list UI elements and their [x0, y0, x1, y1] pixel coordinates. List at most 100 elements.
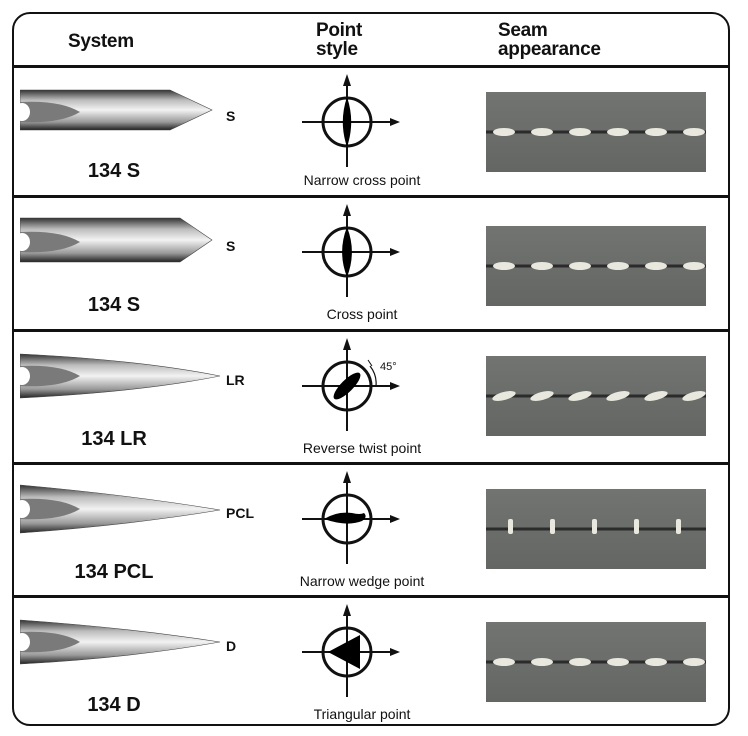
- needle-illustration: [20, 217, 213, 263]
- stitch: [531, 262, 553, 270]
- table-row: S 134 S Cross point: [14, 198, 728, 332]
- point-style-name: Cross point: [326, 306, 398, 322]
- arrow-up-icon: [343, 204, 351, 216]
- angle-label: 45°: [380, 361, 397, 373]
- point-symbol-cross: [292, 202, 402, 302]
- stitch: [531, 658, 553, 666]
- needle-circle: [321, 626, 373, 678]
- needle-illustration: [20, 353, 221, 399]
- point-symbol-narrow-wedge: [292, 469, 402, 569]
- stitch: [644, 391, 668, 401]
- needle-groove: [20, 498, 80, 520]
- system-label: 134 S: [87, 294, 141, 316]
- header-seam-line1: Seam: [498, 20, 548, 41]
- arrow-up-icon: [343, 338, 351, 350]
- stitch: [607, 128, 629, 136]
- needle-point-table: System Point style Seam appearance S 134 …: [12, 12, 730, 726]
- point-code: LR: [226, 372, 245, 388]
- needle-blade: [20, 353, 221, 399]
- needle-illustration: [20, 484, 221, 534]
- system-label: 134 S: [87, 160, 141, 182]
- header-point-line2: style: [316, 39, 358, 60]
- needle-illustration: [20, 89, 213, 131]
- blade-cross-section: [328, 635, 360, 669]
- needle-blade: [20, 484, 221, 534]
- point-style-name: Reverse twist point: [302, 440, 422, 456]
- stitch: [683, 262, 705, 270]
- table-row: D 134 D Triangular point: [14, 598, 728, 724]
- arrow-right-icon: [390, 515, 400, 523]
- point-code: S: [226, 108, 236, 124]
- system-label: 134 LR: [81, 428, 147, 450]
- point-style-name: Triangular point: [313, 706, 411, 722]
- stitch: [606, 391, 630, 401]
- point-code: S: [226, 238, 236, 254]
- stitch: [568, 391, 592, 401]
- point-code: D: [226, 638, 237, 654]
- stitch: [607, 658, 629, 666]
- stitch: [683, 658, 705, 666]
- header-point-line1: Point: [316, 20, 362, 41]
- stitch: [493, 128, 515, 136]
- seam-photo: [486, 489, 706, 569]
- needle-blade: [20, 217, 213, 263]
- needle-groove: [20, 365, 80, 387]
- needle-blade: [20, 619, 221, 665]
- stitch: [634, 519, 639, 534]
- system-label: 134 PCL: [74, 561, 154, 583]
- stitch: [645, 262, 667, 270]
- seam-photo: [486, 92, 706, 172]
- table-header: System Point style Seam appearance: [14, 14, 728, 68]
- point-style-name: Narrow wedge point: [299, 573, 425, 589]
- stitch: [569, 658, 591, 666]
- point-style-name: Narrow cross point: [303, 172, 421, 188]
- table-row: S 134 S Narrow cross point: [14, 68, 728, 198]
- stitch: [645, 658, 667, 666]
- header-seam-line2: appearance: [498, 39, 601, 60]
- arrow-right-icon: [390, 382, 400, 390]
- needle-circle: [321, 360, 373, 412]
- needle-eye: [20, 633, 30, 651]
- stitch: [493, 262, 515, 270]
- stitch: [493, 658, 515, 666]
- seam-photo: [486, 226, 706, 306]
- needle-illustration: [20, 619, 221, 665]
- needle-eye: [20, 103, 30, 121]
- needle-eye: [20, 233, 30, 251]
- stitch: [508, 519, 513, 534]
- needle-eye: [20, 500, 30, 518]
- blade-cross-section: [342, 227, 352, 277]
- arrow-up-icon: [343, 604, 351, 616]
- needle-circle: [321, 493, 373, 545]
- stitch: [682, 391, 706, 401]
- arrow-right-icon: [390, 648, 400, 656]
- arrow-right-icon: [390, 118, 400, 126]
- system-label: 134 D: [87, 694, 141, 716]
- point-symbol-narrow-cross: [292, 72, 402, 172]
- header-system: System: [68, 31, 134, 52]
- stitch: [492, 391, 516, 401]
- stitch: [683, 128, 705, 136]
- arrow-up-icon: [343, 74, 351, 86]
- stitch: [530, 391, 554, 401]
- stitch: [550, 519, 555, 534]
- point-symbol-reverse-twist: 45°: [292, 336, 402, 436]
- needle-eye: [20, 367, 30, 385]
- needle-groove: [20, 101, 80, 123]
- arrow-right-icon: [390, 248, 400, 256]
- stitch: [569, 262, 591, 270]
- needle-groove: [20, 631, 80, 653]
- blade-cross-section: [342, 97, 352, 147]
- stitch: [607, 262, 629, 270]
- arrow-up-icon: [343, 471, 351, 483]
- needle-groove: [20, 231, 80, 253]
- stitch: [645, 128, 667, 136]
- stitch: [676, 519, 681, 534]
- seam-photo: [486, 622, 706, 702]
- stitch: [592, 519, 597, 534]
- table-row: LR 134 LR 45° Reverse twist point: [14, 332, 728, 465]
- stitch: [531, 128, 553, 136]
- angle-arc: [369, 365, 377, 387]
- blade-cross-section: [324, 512, 366, 524]
